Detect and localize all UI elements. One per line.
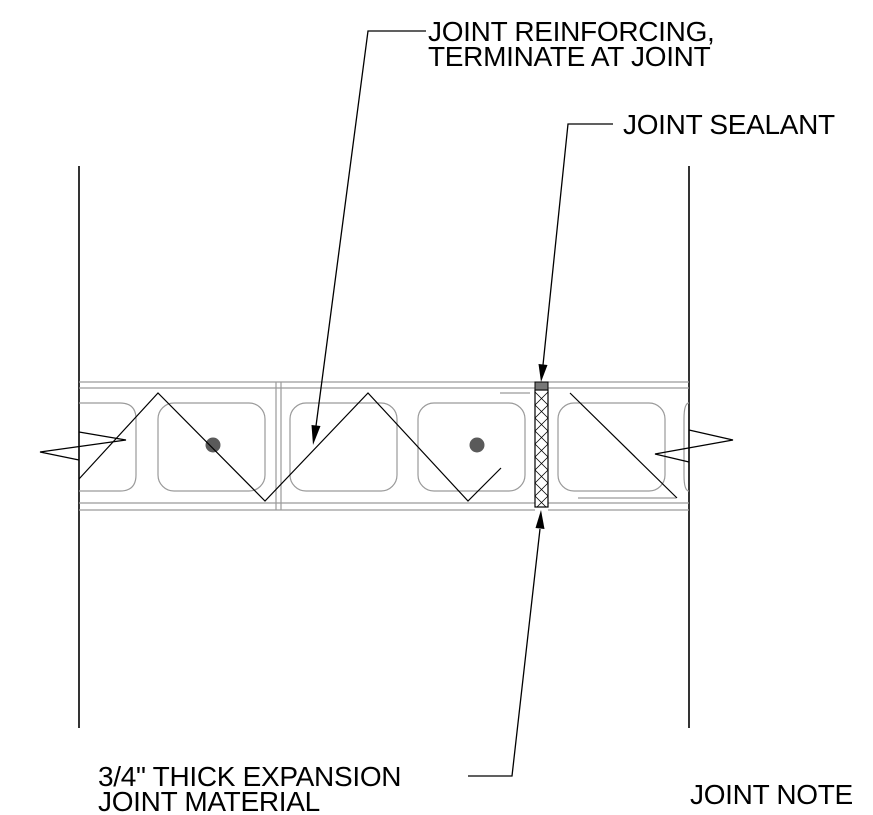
rebar-dot — [205, 437, 221, 453]
label-joint-reinforcing: TERMINATE AT JOINT — [428, 41, 711, 72]
joint-reinforcing-truss — [78, 392, 502, 502]
arrowhead-expansion-material — [535, 510, 545, 529]
rebar-dot — [469, 437, 485, 453]
arrowhead-joint-sealant — [538, 364, 548, 382]
label-joint-note: JOINT NOTE — [690, 779, 853, 810]
leader-joint-reinforcing — [315, 30, 426, 427]
break-line-left — [39, 431, 127, 461]
label-expansion-material: JOINT MATERIAL — [98, 786, 320, 815]
leader-expansion-material — [468, 528, 541, 777]
label-joint-reinforcing: JOINT REINFORCING, — [428, 16, 715, 47]
break-line-right — [654, 429, 734, 463]
label-joint-sealant: JOINT SEALANT — [623, 109, 835, 140]
arrowhead-joint-reinforcing — [311, 425, 321, 445]
leader-joint-sealant — [542, 123, 613, 366]
label-expansion-material: 3/4" THICK EXPANSION — [98, 761, 401, 792]
cmu-block-course — [79, 381, 690, 511]
joint-reinforcing-truss — [569, 392, 678, 499]
expansion-joint-material — [534, 389, 549, 508]
joint-sealant — [534, 381, 549, 391]
